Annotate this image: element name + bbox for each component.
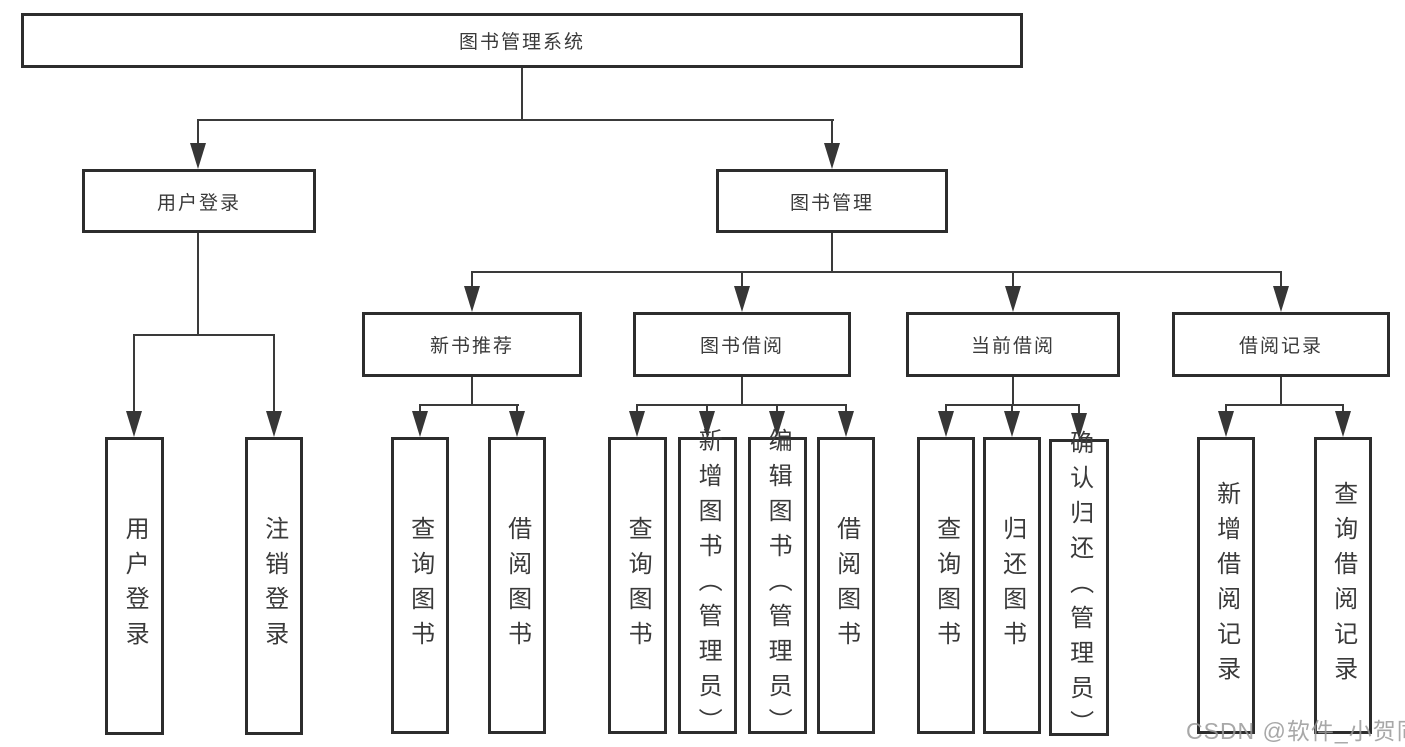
leaf-query-borrow-record: 查询借阅记录 <box>1314 437 1372 734</box>
arrow-down-icon <box>1005 286 1021 312</box>
arrow-down-icon <box>769 411 785 437</box>
arrow-down-icon <box>1218 411 1234 437</box>
connector-line <box>419 404 421 414</box>
connector-line <box>133 334 275 336</box>
arrow-down-icon <box>1004 411 1020 437</box>
leaf-add-book-admin-label: 新增图书（管理员） <box>694 428 722 743</box>
node-borrow-record: 借阅记录 <box>1172 312 1390 377</box>
connector-line <box>516 404 518 414</box>
arrow-down-icon <box>1335 411 1351 437</box>
arrow-down-icon <box>509 411 525 437</box>
connector-line <box>1280 271 1282 289</box>
node-book-management: 图书管理 <box>716 169 948 233</box>
connector-line <box>1078 404 1080 414</box>
arrow-down-icon <box>699 411 715 437</box>
connector-line <box>419 404 519 406</box>
connector-line <box>521 68 523 120</box>
leaf-logout-label: 注销登录 <box>260 516 288 656</box>
arrow-down-icon <box>1273 286 1289 312</box>
arrow-down-icon <box>734 286 750 312</box>
leaf-confirm-return-admin-label: 确认归还（管理员） <box>1065 430 1093 745</box>
node-book-borrow: 图书借阅 <box>633 312 851 377</box>
arrow-down-icon <box>412 411 428 437</box>
leaf-query-book-2: 查询图书 <box>608 437 667 734</box>
node-current-borrow: 当前借阅 <box>906 312 1120 377</box>
connector-line <box>273 334 275 416</box>
node-book-management-label: 图书管理 <box>789 192 874 214</box>
connector-line <box>831 233 833 272</box>
connector-line <box>741 271 743 289</box>
node-user-login: 用户登录 <box>82 169 316 233</box>
leaf-return-book-label: 归还图书 <box>998 515 1026 656</box>
leaf-query-book-3-label: 查询图书 <box>932 515 960 656</box>
arrow-down-icon <box>838 411 854 437</box>
leaf-edit-book-admin-label: 编辑图书（管理员） <box>764 428 792 743</box>
arrow-down-icon <box>266 411 282 437</box>
connector-line <box>1012 377 1014 405</box>
leaf-query-book-3: 查询图书 <box>917 437 975 734</box>
connector-line <box>945 404 947 414</box>
arrow-down-icon <box>629 411 645 437</box>
leaf-query-borrow-record-label: 查询借阅记录 <box>1329 480 1357 691</box>
leaf-query-book-2-label: 查询图书 <box>624 515 652 656</box>
connector-line <box>197 119 199 153</box>
leaf-borrow-book-2: 借阅图书 <box>817 437 875 734</box>
leaf-add-borrow-record-label: 新增借阅记录 <box>1212 480 1240 691</box>
connector-line <box>471 271 1282 273</box>
connector-line <box>1225 404 1344 406</box>
node-new-book-recommend-label: 新书推荐 <box>429 336 514 357</box>
node-root: 图书管理系统 <box>21 13 1023 68</box>
leaf-add-book-admin: 新增图书（管理员） <box>678 428 737 743</box>
leaf-user-login-label: 用户登录 <box>121 516 149 656</box>
connector-line <box>776 404 778 414</box>
connector-line <box>706 404 708 414</box>
arrow-down-icon <box>1071 413 1087 439</box>
leaf-borrow-book-2-label: 借阅图书 <box>832 515 860 656</box>
connector-line <box>741 377 743 405</box>
connector-line <box>471 271 473 289</box>
arrow-down-icon <box>824 143 840 169</box>
connector-line <box>831 119 833 153</box>
connector-line <box>845 404 847 414</box>
leaf-return-book: 归还图书 <box>983 437 1041 734</box>
node-borrow-record-label: 借阅记录 <box>1238 336 1323 357</box>
connector-line <box>636 404 847 406</box>
arrow-down-icon <box>126 411 142 437</box>
leaf-borrow-book-1: 借阅图书 <box>488 437 546 734</box>
connector-line <box>1011 404 1013 414</box>
leaf-user-login: 用户登录 <box>105 437 164 735</box>
leaf-edit-book-admin: 编辑图书（管理员） <box>748 428 807 743</box>
connector-line <box>1342 404 1344 414</box>
connector-line <box>197 119 834 121</box>
leaf-logout: 注销登录 <box>245 437 303 735</box>
leaf-query-book-1: 查询图书 <box>391 437 449 734</box>
connector-line <box>133 334 135 416</box>
connector-line <box>1012 271 1014 289</box>
leaf-confirm-return-admin: 确认归还（管理员） <box>1049 430 1109 745</box>
arrow-down-icon <box>938 411 954 437</box>
connector-line <box>1280 377 1282 405</box>
leaf-add-borrow-record: 新增借阅记录 <box>1197 437 1255 734</box>
node-new-book-recommend: 新书推荐 <box>362 312 582 377</box>
node-current-borrow-label: 当前借阅 <box>970 336 1055 357</box>
connector-line <box>1225 404 1227 414</box>
arrow-down-icon <box>464 286 480 312</box>
connector-line <box>471 377 473 405</box>
node-user-login-label: 用户登录 <box>156 192 241 214</box>
node-book-borrow-label: 图书借阅 <box>699 336 784 357</box>
node-root-label: 图书管理系统 <box>458 32 585 53</box>
arrow-down-icon <box>190 143 206 169</box>
connector-line <box>636 404 638 414</box>
leaf-borrow-book-1-label: 借阅图书 <box>503 515 531 656</box>
csdn-watermark: CSDN @软件_小贺同学 <box>1186 718 1405 744</box>
connector-line <box>197 233 199 335</box>
leaf-query-book-1-label: 查询图书 <box>406 515 434 656</box>
